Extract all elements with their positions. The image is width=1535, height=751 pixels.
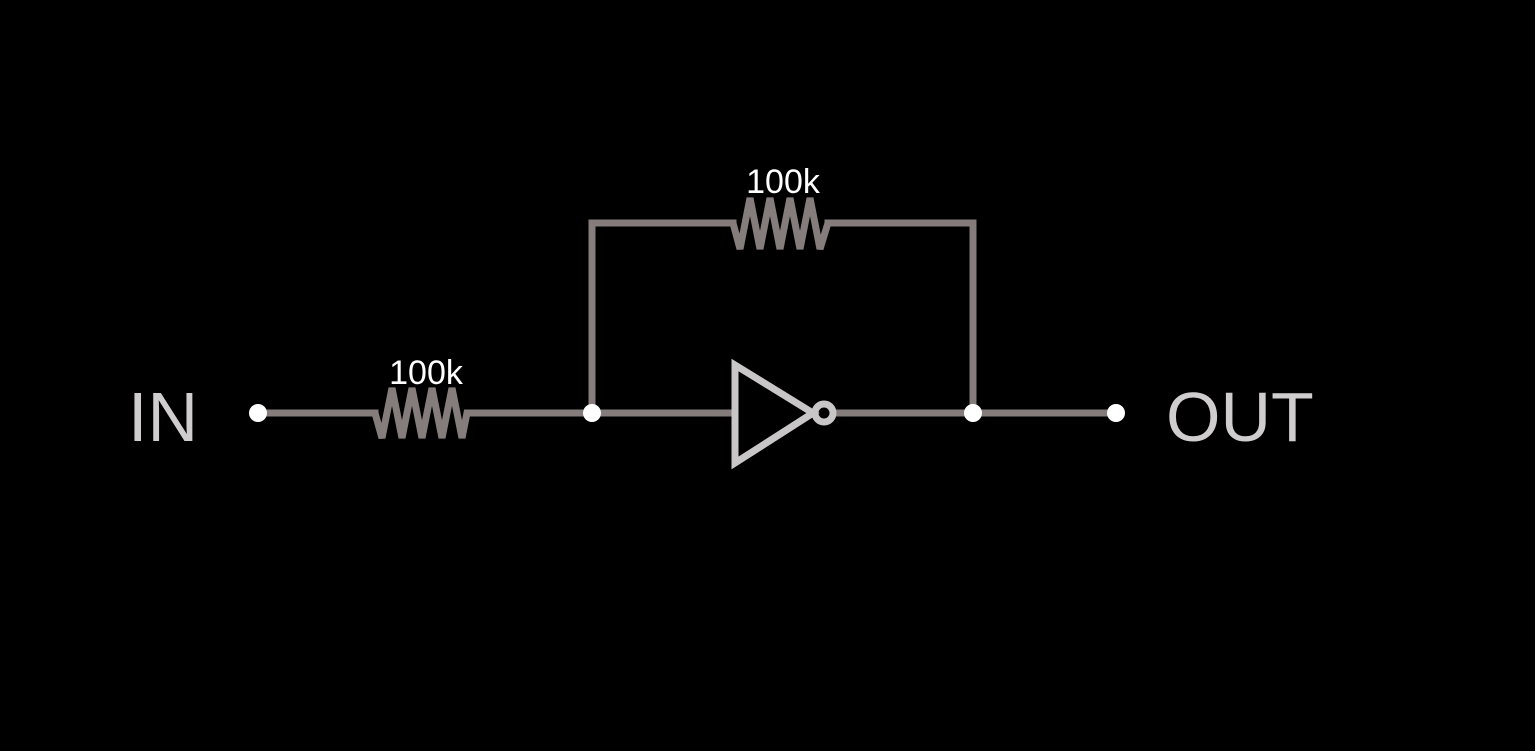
output-junction-node [964,404,982,422]
amplifier-triangle [731,358,820,470]
input-resistor-zigzag [371,387,475,439]
wires [254,219,1120,417]
input-terminal-node [249,404,267,422]
output-terminal-node [1107,404,1125,422]
input-resistor-value: 100k [389,354,464,392]
feedback-wire-right [824,219,977,417]
feedback-resistor-zigzag [729,197,832,251]
input-label: IN [128,378,198,456]
input-resistor: 100k [371,354,475,439]
nodes [249,404,1125,422]
inversion-bubble [811,400,837,426]
input-junction-node [583,404,601,422]
feedback-wire-left [588,219,737,417]
output-label: OUT [1166,378,1314,456]
inverter-amplifier [731,358,837,470]
feedback-resistor: 100k [729,163,832,251]
feedback-resistor-value: 100k [746,163,821,201]
